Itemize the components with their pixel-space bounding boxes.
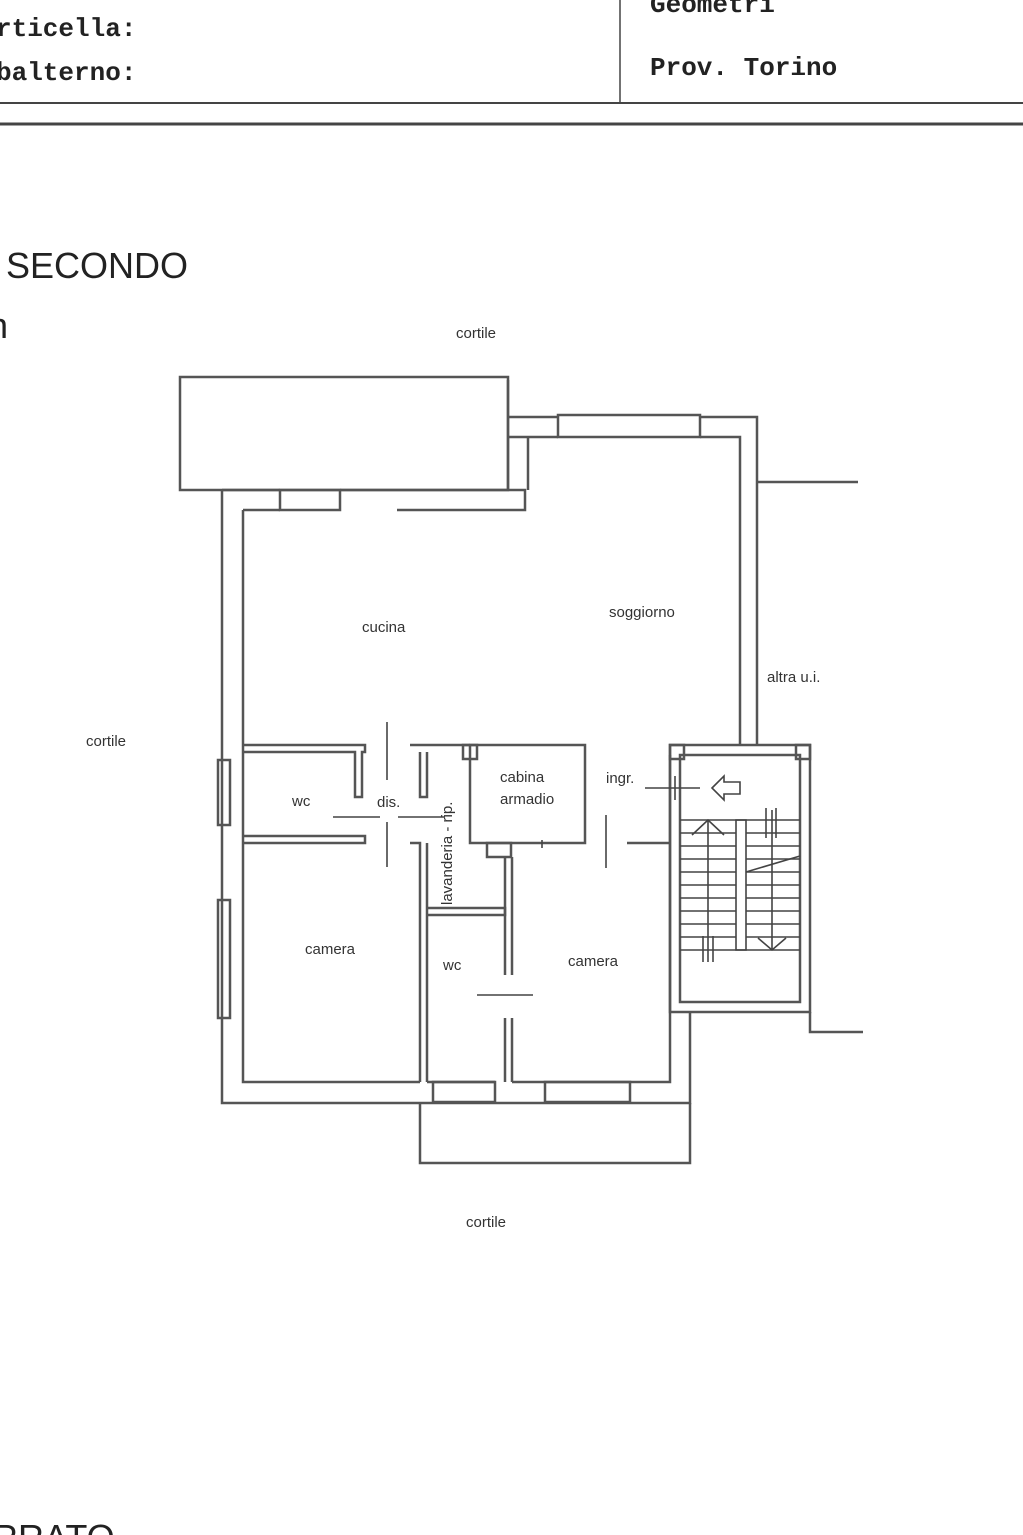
cortile-bottom-label: cortile (466, 1214, 506, 1231)
floor-title: SECONDO (6, 245, 188, 286)
entrance-arrow-icon (645, 774, 741, 802)
armadio-label: armadio (500, 791, 554, 808)
subalterno-label: balterno: (0, 58, 136, 88)
stairwell (668, 743, 812, 1014)
title-block: rticella: balterno: Geometri Prov. Torin… (0, 0, 1023, 126)
altra-ui-label: altra u.i. (767, 669, 820, 686)
ingresso-label: ingr. (606, 770, 634, 787)
cabina-label: cabina (500, 769, 545, 786)
lavanderia-label: lavanderia - rip. (439, 802, 456, 905)
subtitle-fragment: h (0, 305, 8, 346)
bottom-title-fragment: RRATO (0, 1517, 115, 1535)
soggiorno-label: soggiorno (609, 604, 675, 621)
cortile-top-label: cortile (456, 325, 496, 342)
cucina-label: cucina (362, 619, 406, 636)
geometri-label: Geometri (650, 0, 775, 20)
camera-label: camera (568, 953, 619, 970)
walls (178, 375, 863, 1165)
cortile-left-label: cortile (86, 733, 126, 750)
wc-label: wc (291, 793, 311, 810)
dis-label: dis. (377, 794, 400, 811)
room-labels: cortile cortile cortile altra u.i. cucin… (86, 325, 820, 1231)
staircase-icon (680, 808, 801, 962)
province-label: Prov. Torino (650, 53, 837, 83)
wc-label: wc (442, 957, 462, 974)
camera-label: camera (305, 941, 356, 958)
particella-label: rticella: (0, 14, 136, 44)
